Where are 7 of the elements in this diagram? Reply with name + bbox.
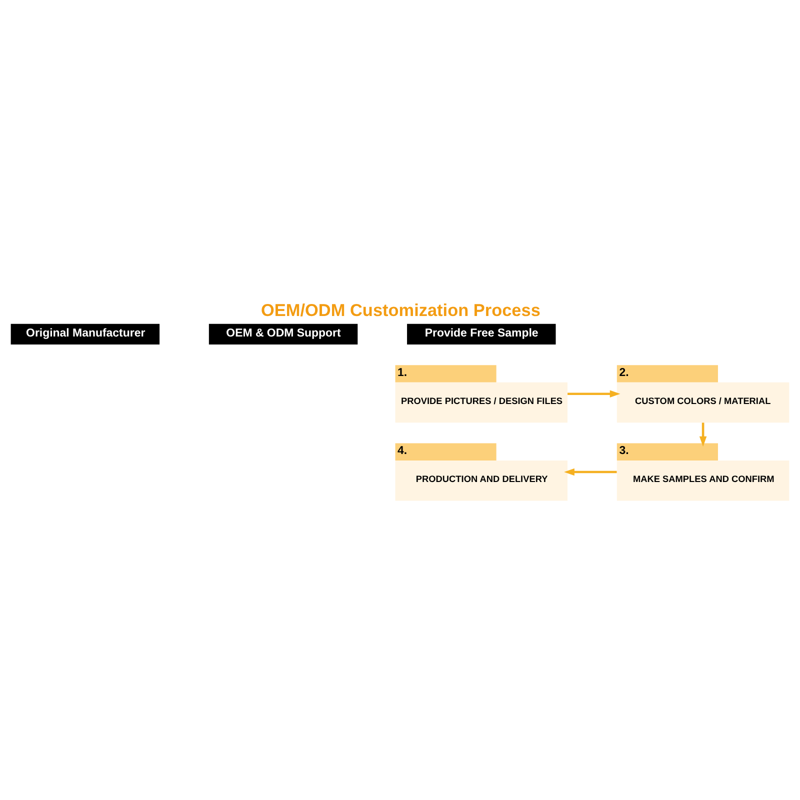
label: OEM & ODM Support bbox=[226, 326, 341, 339]
label: Provide Free Sample bbox=[424, 326, 538, 339]
arrow bbox=[568, 390, 620, 398]
arrow bbox=[564, 468, 617, 476]
label: Original Manufacturer bbox=[26, 326, 146, 339]
diagram-title: OEM/ODM Customization Process bbox=[261, 299, 540, 320]
arrow bbox=[699, 422, 707, 446]
